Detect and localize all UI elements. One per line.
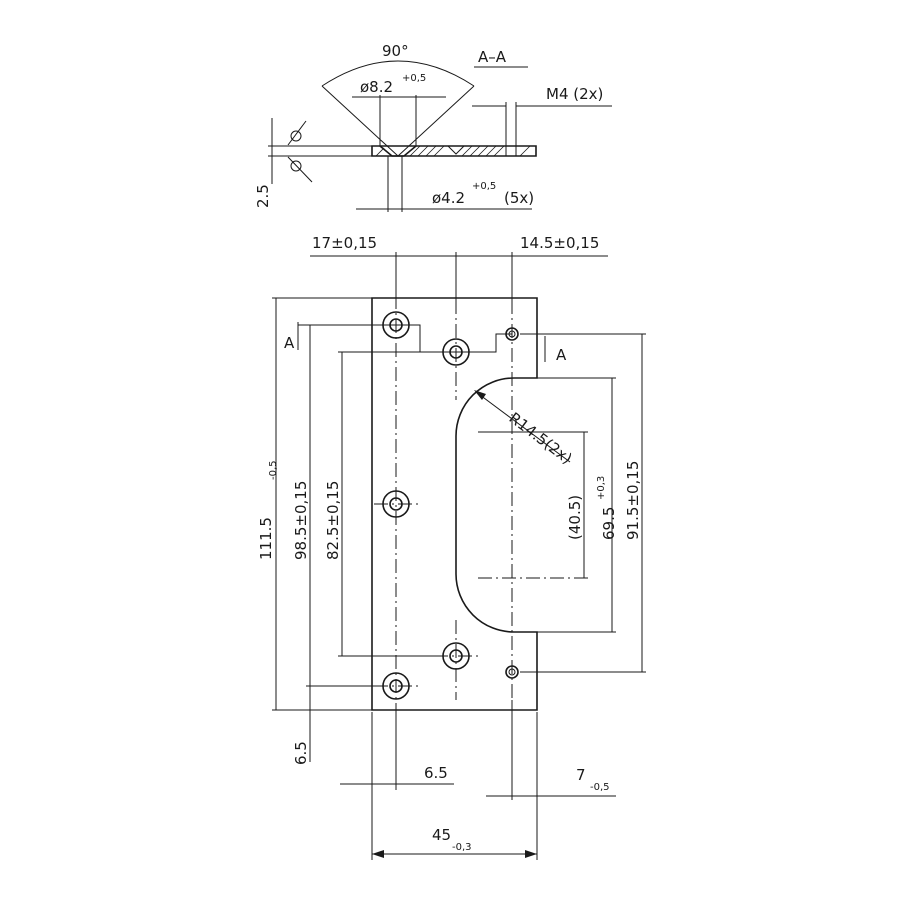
dim-825: 82.5±0,15: [324, 481, 342, 560]
section-hatching: [375, 145, 531, 157]
plan-view: A A 17±0,15 14.5±0,15 111.5 -0,5 98.5±0,…: [257, 234, 646, 860]
section-view: A–A 90° ø8.2: [254, 42, 612, 212]
dim-left-offset: 6.5: [424, 764, 448, 782]
surface-symbol-top-icon: [290, 130, 302, 142]
hole-small-dia: ø4.2: [432, 189, 465, 207]
plate-outline: [371, 297, 538, 711]
dim-height-overall: 111.5: [257, 517, 275, 560]
angle-leg-left: [321, 85, 399, 157]
angle-label: 90°: [382, 42, 409, 60]
dim-695: 69.5: [600, 507, 618, 540]
angle-leg-right: [397, 85, 475, 157]
cut-label-left: A: [284, 334, 295, 352]
thread-label: M4 (2x): [546, 85, 603, 103]
radius-label: R14.5(2x): [506, 409, 576, 468]
dim-985: 98.5±0,15: [292, 481, 310, 560]
angle-arc: [321, 60, 475, 87]
cut-label-right: A: [556, 346, 567, 364]
thickness-label: 2.5: [254, 184, 272, 208]
dim-width-tol: -0,3: [452, 842, 472, 853]
dim-top-left: 17±0,15: [312, 234, 377, 252]
dim-695-tol: +0,3: [596, 476, 607, 500]
surface-symbol-bottom-icon: [290, 160, 302, 172]
thread-hole-bottom: [505, 665, 519, 679]
dim-bottom-offset: 6.5: [292, 741, 310, 765]
section-cut-line: [298, 324, 512, 353]
hole-large-dia: ø8.2: [360, 78, 393, 96]
dim-height-overall-tol: -0,5: [268, 460, 279, 480]
countersink-hole: [379, 145, 417, 157]
hole-bottom-left: [374, 672, 420, 700]
hole-large-tol: +0,5: [402, 73, 426, 84]
dim-top-right: 14.5±0,15: [520, 234, 599, 252]
dim-405: (40.5): [566, 495, 584, 540]
hole-bottom-mid: [434, 642, 478, 670]
hole-small-tol: +0,5: [472, 181, 496, 192]
hole-small-count: (5x): [504, 189, 534, 207]
dim-right-offset: 7: [576, 766, 586, 784]
dim-right-offset-tol: -0,5: [590, 782, 610, 793]
dim-width: 45: [432, 826, 451, 844]
countersink-hole-2: [447, 145, 465, 155]
radius-leader: [475, 391, 571, 463]
hole-mid-left: [374, 490, 420, 518]
dim-915: 91.5±0,15: [624, 461, 642, 540]
section-plate: [371, 145, 537, 157]
section-label: A–A: [478, 48, 507, 66]
